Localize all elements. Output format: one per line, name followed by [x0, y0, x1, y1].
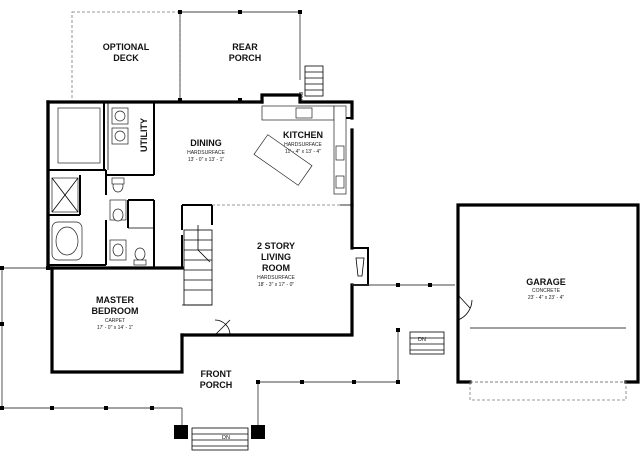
room-label-garage: GARAGE CONCRETE 23' - 4" x 23' - 4" — [526, 277, 566, 301]
svg-text:UTILITY: UTILITY — [139, 118, 149, 152]
room-label-kitchen: KITCHEN HARDSURFACE 11' - 4" x 13' - 4" — [283, 130, 323, 155]
fireplace — [352, 247, 369, 286]
svg-text:PORCH: PORCH — [229, 53, 262, 63]
svg-text:HARDSURFACE: HARDSURFACE — [257, 275, 295, 281]
svg-text:13' - 0" x 13' - 1": 13' - 0" x 13' - 1" — [188, 157, 225, 163]
room-label-front-porch: FRONT PORCH — [200, 369, 233, 390]
svg-text:18' - 3" x 17' - 0": 18' - 3" x 17' - 0" — [258, 282, 295, 288]
front-steps-dn-label: DN — [222, 435, 230, 441]
room-label-optional-deck: OPTIONAL DECK — [103, 42, 150, 63]
svg-text:CARPET: CARPET — [105, 318, 125, 324]
side-steps — [409, 331, 445, 355]
svg-text:FRONT: FRONT — [201, 369, 232, 379]
svg-text:PORCH: PORCH — [200, 380, 233, 390]
svg-text:GARAGE: GARAGE — [526, 277, 566, 287]
svg-text:DECK: DECK — [113, 53, 139, 63]
kitchen-fixtures — [253, 105, 347, 195]
rear-deck-porch-outline — [71, 10, 302, 103]
svg-text:REAR: REAR — [232, 42, 258, 52]
svg-text:BEDROOM: BEDROOM — [92, 306, 139, 316]
svg-text:HARDSURFACE: HARDSURFACE — [187, 150, 225, 156]
room-label-utility: UTILITY — [139, 118, 149, 152]
rear-steps — [304, 65, 324, 97]
room-label-rear-porch: REAR PORCH — [229, 42, 262, 63]
svg-text:HARDSURFACE: HARDSURFACE — [284, 142, 322, 148]
room-label-dining: DINING HARDSURFACE 13' - 0" x 13' - 1" — [187, 138, 225, 163]
svg-text:CONCRETE: CONCRETE — [532, 288, 561, 294]
svg-text:2 STORY: 2 STORY — [257, 241, 295, 251]
garage-walls — [456, 203, 640, 401]
utility-fixtures — [111, 107, 129, 145]
front-door — [214, 319, 231, 336]
svg-text:DINING: DINING — [190, 138, 222, 148]
bath-fixtures — [51, 107, 147, 266]
svg-text:23' - 4" x 23' - 4": 23' - 4" x 23' - 4" — [528, 295, 565, 301]
svg-text:LIVING: LIVING — [261, 252, 291, 262]
side-steps-dn-label: DN — [418, 337, 426, 343]
svg-text:17' - 0" x 14' - 1": 17' - 0" x 14' - 1" — [97, 325, 134, 331]
stairs — [183, 225, 213, 306]
front-steps — [174, 384, 265, 451]
svg-text:11' - 4" x 13' - 4": 11' - 4" x 13' - 4" — [285, 149, 321, 155]
svg-text:KITCHEN: KITCHEN — [283, 130, 323, 140]
svg-text:MASTER: MASTER — [96, 295, 135, 305]
front-porch-structure — [0, 266, 455, 410]
room-label-master-bedroom: MASTER BEDROOM CARPET 17' - 0" x 14' - 1… — [92, 295, 139, 331]
svg-text:ROOM: ROOM — [262, 263, 290, 273]
svg-text:OPTIONAL: OPTIONAL — [103, 42, 150, 52]
room-label-living-room: 2 STORY LIVING ROOM HARDSURFACE 18' - 3"… — [257, 241, 296, 288]
